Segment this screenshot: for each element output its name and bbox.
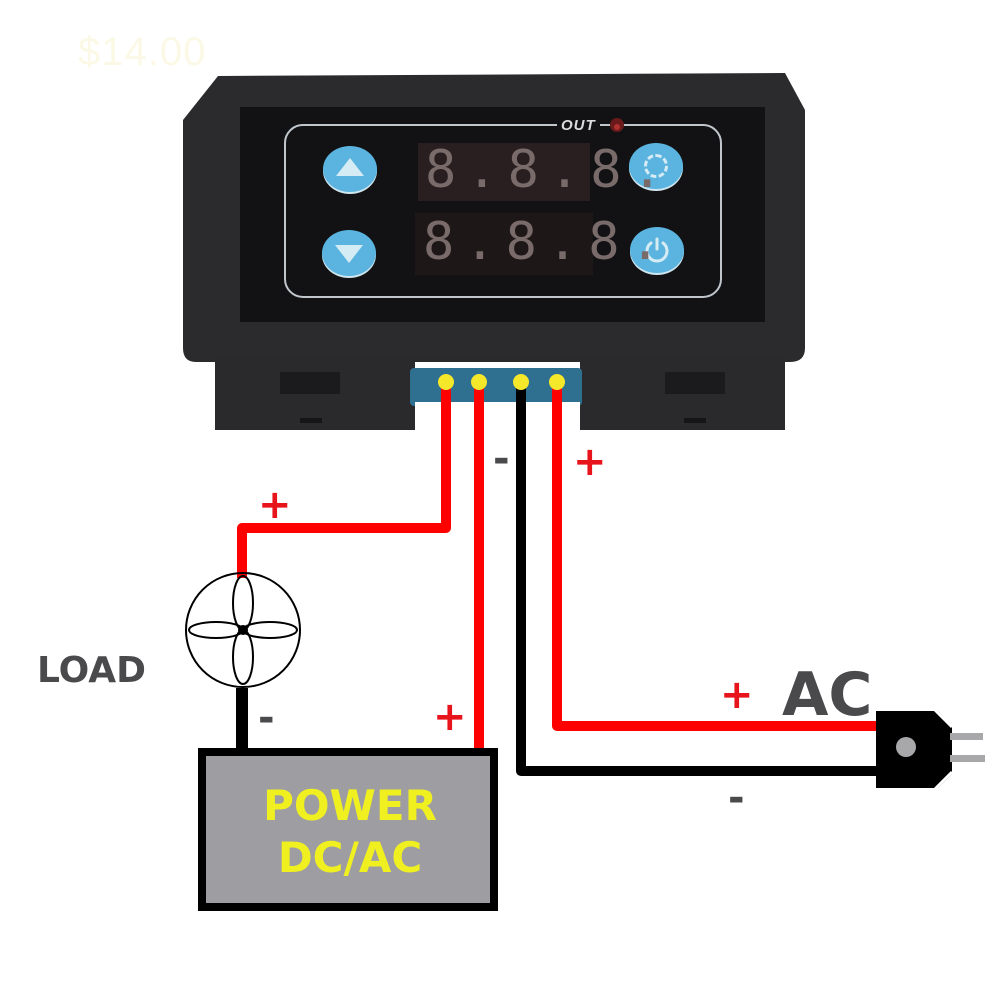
wire-ac-negative: [516, 384, 877, 776]
display-top: 8.8.8.: [425, 140, 673, 200]
triangle-up-icon: [336, 158, 364, 176]
terminal4-plus-sign: +: [573, 439, 607, 485]
wire-load-positive: [237, 384, 451, 578]
up-button[interactable]: [323, 146, 377, 192]
power-plus-sign: +: [433, 694, 467, 740]
price-watermark: $14.00: [78, 30, 207, 74]
power-supply-label: POWER DC/AC: [205, 780, 495, 884]
ac-label: AC: [782, 660, 873, 730]
power-supply-box: [198, 748, 498, 911]
out-indicator-label: OUT: [557, 117, 600, 134]
gear-icon: [644, 154, 668, 178]
load-minus-sign: -: [258, 695, 275, 741]
ac-plus-sign: +: [720, 672, 754, 718]
power-label-line1: POWER: [263, 781, 437, 830]
triangle-down-icon: [335, 245, 363, 263]
down-button[interactable]: [322, 230, 376, 276]
display-bottom: 8.8.8.: [423, 212, 671, 272]
power-icon: [645, 237, 669, 263]
terminal3-minus-sign: -: [493, 436, 510, 482]
ac-minus-sign: -: [728, 775, 745, 821]
power-label-line2: DC/AC: [277, 833, 423, 882]
fan-load-icon: [185, 572, 301, 688]
load-label: LOAD: [37, 650, 147, 691]
power-button[interactable]: [630, 227, 684, 273]
settings-button[interactable]: [629, 143, 683, 189]
load-plus-sign: +: [258, 482, 292, 528]
wire-ac-positive: [552, 384, 877, 731]
ac-plug-icon: [876, 708, 985, 791]
terminal-dots: [438, 374, 565, 390]
